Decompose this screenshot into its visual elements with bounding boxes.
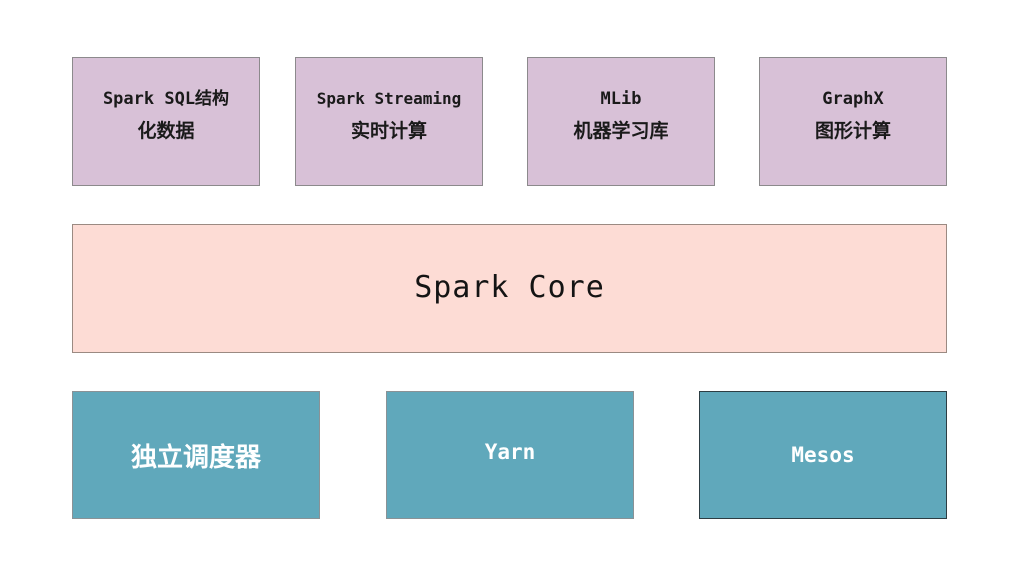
standalone-scheduler-box: 独立调度器 bbox=[72, 391, 320, 519]
yarn-label: Yarn bbox=[484, 440, 536, 464]
mlib-box: MLib 机器学习库 bbox=[527, 57, 715, 186]
spark-core-label: Spark Core bbox=[414, 270, 605, 305]
spark-streaming-subtitle: 实时计算 bbox=[350, 119, 427, 142]
spark-core-box: Spark Core bbox=[72, 224, 947, 353]
graphx-box: GraphX 图形计算 bbox=[759, 57, 947, 186]
spark-sql-subtitle: 化数据 bbox=[137, 119, 195, 142]
mlib-subtitle: 机器学习库 bbox=[573, 119, 669, 142]
spark-streaming-box: Spark Streaming 实时计算 bbox=[295, 57, 483, 186]
graphx-title: GraphX bbox=[822, 88, 884, 109]
spark-streaming-title: Spark Streaming bbox=[316, 88, 462, 108]
yarn-box: Yarn bbox=[386, 391, 634, 519]
mesos-label: Mesos bbox=[791, 443, 855, 467]
spark-sql-box: Spark SQL结构 化数据 bbox=[72, 57, 260, 186]
mesos-box: Mesos bbox=[699, 391, 947, 519]
mlib-title: MLib bbox=[600, 88, 642, 109]
standalone-scheduler-label: 独立调度器 bbox=[130, 442, 261, 473]
graphx-subtitle: 图形计算 bbox=[814, 119, 891, 142]
spark-sql-title: Spark SQL结构 bbox=[102, 88, 230, 109]
